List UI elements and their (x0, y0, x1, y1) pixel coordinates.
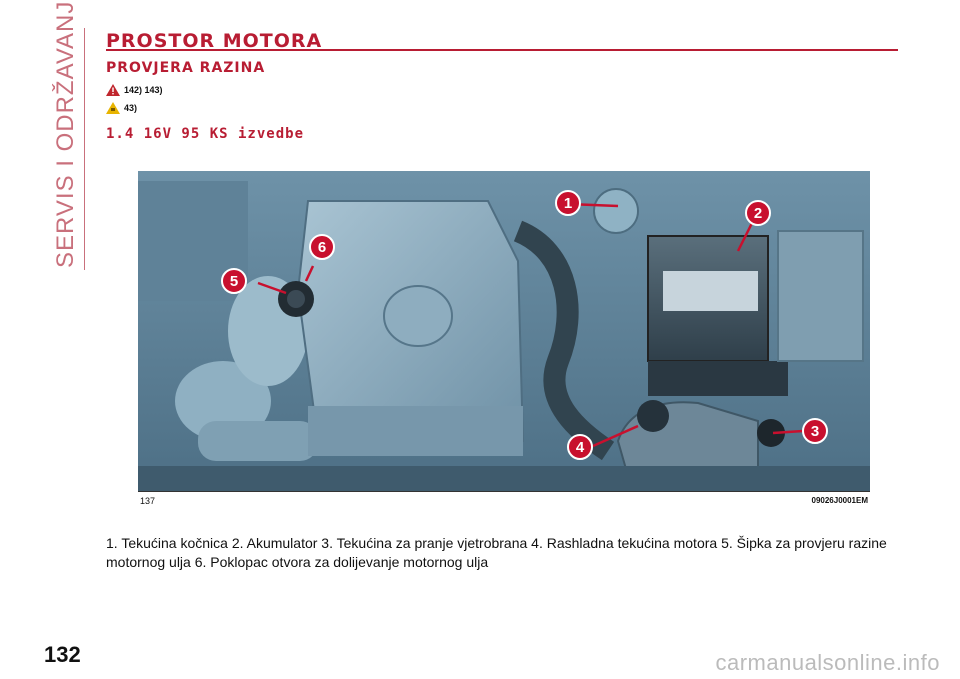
caution-triangle-icon (106, 102, 120, 114)
svg-text:2: 2 (754, 205, 762, 222)
sub-title: PROVJERA RAZINA (106, 60, 266, 76)
figure-code: 09026J0001EM (811, 496, 869, 505)
svg-text:6: 6 (318, 239, 326, 256)
warning-row-danger: 142) 143) (106, 84, 163, 96)
svg-text:5: 5 (230, 273, 238, 290)
engine-bay-figure: 1 2 3 4 5 6 (138, 171, 870, 491)
figure-id-bar: 137 09026J0001EM (138, 491, 870, 512)
svg-text:4: 4 (576, 439, 585, 456)
caution-refs: 43) (124, 103, 138, 113)
figure-number: 137 (140, 496, 156, 506)
danger-triangle-icon (106, 84, 120, 96)
svg-text:3: 3 (811, 423, 819, 440)
callout-6: 6 (309, 234, 335, 260)
warning-row-caution: 43) (106, 102, 137, 114)
svg-text:1: 1 (564, 195, 572, 212)
title-rule (106, 49, 898, 51)
figure-caption: 1. Tekućina kočnica 2. Akumulator 3. Tek… (106, 535, 887, 570)
callout-3: 3 (802, 418, 828, 444)
side-section-title: SERVIS I ODRŽAVANJE (52, 0, 79, 268)
warning-refs: 142) 143) (124, 85, 163, 95)
watermark: carmanualsonline.info (715, 650, 940, 675)
callout-5: 5 (221, 268, 247, 294)
variant-title: 1.4 16V 95 KS izvedbe (106, 126, 305, 142)
callout-2: 2 (745, 200, 771, 226)
callout-4: 4 (567, 434, 593, 460)
side-divider (84, 28, 85, 270)
page-number: 132 (44, 642, 81, 667)
section-title: PROSTOR MOTORA (106, 30, 323, 52)
callout-1: 1 (555, 190, 581, 216)
